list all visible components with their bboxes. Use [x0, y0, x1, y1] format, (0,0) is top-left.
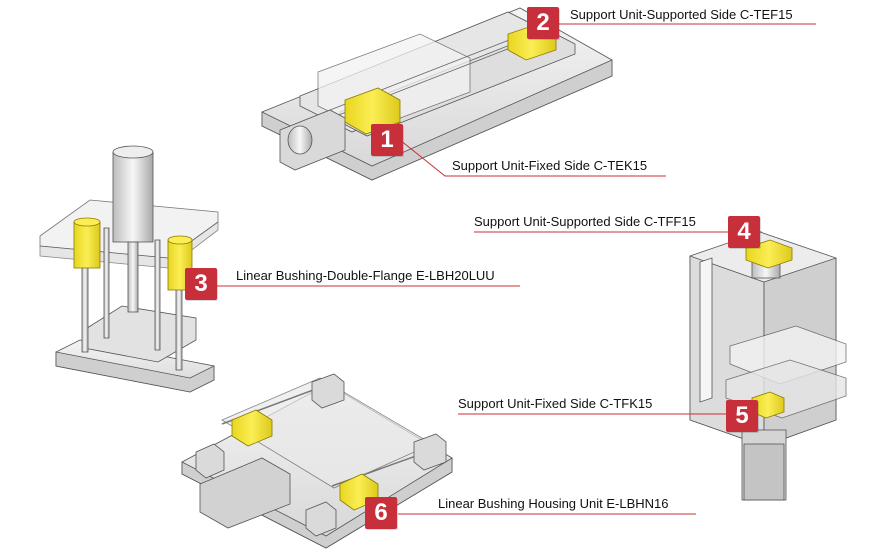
callout-badge-2: 2 — [527, 7, 559, 39]
callout-label-3: Linear Bushing-Double-Flange E-LBH20LUU — [236, 268, 495, 283]
callout-badge-6: 6 — [365, 497, 397, 529]
callout-badge-1: 1 — [371, 124, 403, 156]
callout-badge-4: 4 — [728, 216, 760, 248]
callout-label-1: Support Unit-Fixed Side C-TEK15 — [452, 158, 648, 173]
callout-label-5: Support Unit-Fixed Side C-TFK15 — [458, 396, 653, 411]
callout-label-4: Support Unit-Supported Side C-TFF15 — [474, 214, 696, 229]
callout-label-6: Linear Bushing Housing Unit E-LBHN16 — [438, 496, 669, 511]
callout-label-2: Support Unit-Supported Side C-TEF15 — [570, 7, 793, 22]
press-assembly — [39, 145, 219, 393]
vertical-axis-assembly — [689, 231, 847, 501]
callout-badge-5: 5 — [726, 400, 758, 432]
callout-badge-3: 3 — [185, 268, 217, 300]
linear-stage-assembly — [261, 7, 613, 181]
leader-lines — [214, 23, 816, 515]
leader-1 — [399, 139, 666, 177]
housing-plate-assembly — [181, 373, 453, 549]
